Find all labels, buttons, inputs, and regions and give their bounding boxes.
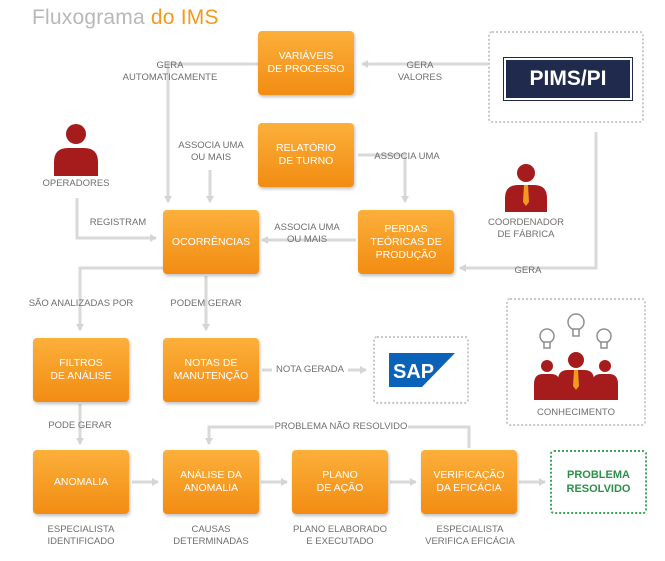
person-icon (54, 124, 98, 176)
lightbulb-icon (539, 313, 612, 349)
svg-text:SAP: SAP (393, 361, 434, 383)
box-filtros-de-analise: FILTROS DE ANÁLISE (33, 338, 129, 402)
box-ocorrencias: OCORRÊNCIAS (163, 210, 259, 274)
label-problema-nao-resolvido: PROBLEMA NÃO RESOLVIDO (274, 421, 408, 433)
pims-pi-logo: PIMS/PI (504, 58, 632, 100)
box-perdas-teoricas: PERDAS TEÓRICAS DE PRODUÇÃO (358, 210, 454, 274)
label-sao-analizadas-por: SÃO ANALIZADAS POR (28, 298, 134, 309)
person-icon (505, 164, 547, 212)
knowledge-icon (534, 313, 618, 400)
label-conhecimento: CONHECIMENTO (537, 407, 615, 418)
box-anomalia: ANOMALIA (33, 450, 129, 514)
box-notas-de-manutencao: NOTAS DE MANUTENÇÃO (163, 338, 259, 402)
label-operadores: OPERADORES (42, 178, 110, 189)
sap-container (373, 336, 469, 404)
box-analise-da-anomalia: ANÁLISE DA ANOMALIA (163, 450, 259, 514)
page-title: Fluxograma do IMS (32, 6, 219, 29)
label-associa-uma-ou-mais-2: ASSOCIA UMA OU MAIS (274, 222, 340, 245)
label-especialista-verifica: ESPECIALISTA VERIFICA EFICÁCIA (425, 524, 515, 547)
label-plano-elaborado: PLANO ELABORADO E EXECUTADO (293, 524, 387, 547)
label-causas-determinadas: CAUSAS DETERMINADAS (173, 524, 249, 547)
label-coordenador-de-fabrica: COORDENADOR DE FÁBRICA (487, 217, 564, 240)
box-problema-resolvido: PROBLEMA RESOLVIDO (550, 450, 647, 514)
conhecimento-container (506, 298, 646, 426)
label-podem-gerar: PODEM GERAR (170, 298, 242, 309)
box-plano-de-acao: PLANO DE AÇÃO (292, 450, 388, 514)
box-variaveis-de-processo: VARIÁVEIS DE PROCESSO (258, 31, 354, 95)
label-gera: GERA (514, 265, 542, 276)
label-nota-gerada: NOTA GERADA (272, 364, 348, 376)
label-especialista-identificado: ESPECIALISTA IDENTIFICADO (47, 524, 115, 547)
label-associa-uma-ou-mais-1: ASSOCIA UMA OU MAIS (178, 140, 244, 163)
sap-logo-icon: SAP (389, 353, 455, 387)
label-gera-automaticamente: GERA AUTOMATICAMENTE (122, 60, 218, 83)
label-pode-gerar: PODE GERAR (48, 420, 112, 431)
label-associa-uma: ASSOCIA UMA (374, 151, 440, 162)
box-verificacao-da-eficacia: VERIFICAÇÃO DA EFICÁCIA (421, 450, 517, 514)
label-gera-valores: GERA VALORES (397, 60, 443, 83)
label-registram: REGISTRAM (89, 217, 147, 228)
pims-container (488, 31, 644, 123)
box-relatorio-de-turno: RELATÓRIO DE TURNO (258, 123, 354, 187)
